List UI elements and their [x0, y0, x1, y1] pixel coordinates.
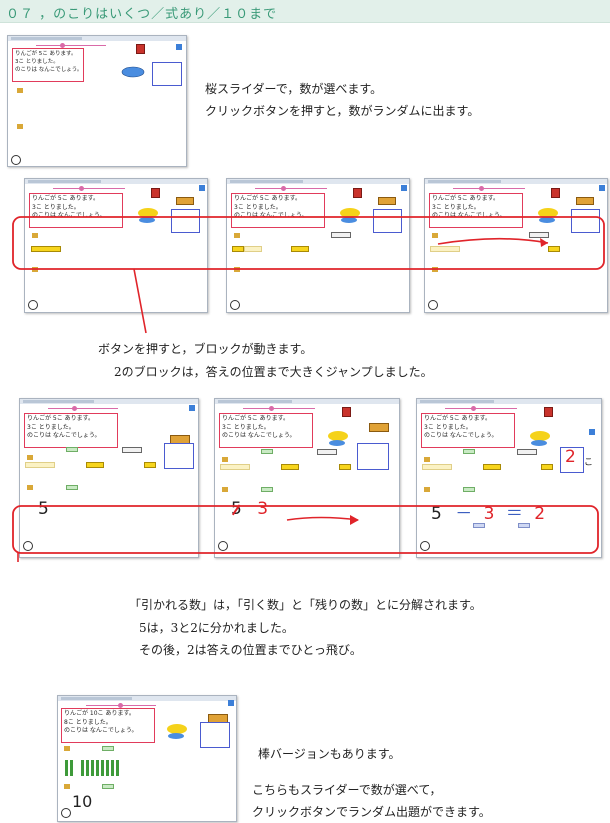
- problem-line-1: りんごが 5こ あります。: [432, 195, 500, 202]
- sakura-slider-knob[interactable]: [60, 43, 65, 48]
- problem-line-1: りんごが 10こ あります。: [64, 710, 135, 717]
- app-window-blocks-1: りんごが 5こ あります。 3こ とりました。 のこりは なんこでしょう。: [24, 178, 208, 313]
- problem-line-3: のこりは なんこでしょう。: [27, 432, 101, 439]
- block-row: [31, 246, 61, 252]
- problem-line-3: のこりは なんこでしょう。: [424, 432, 498, 439]
- decomp-text-1: 「引かれる数」は，「引く数」と「残りの数」とに分解されます。: [129, 598, 482, 612]
- character-face-icon: [11, 155, 21, 165]
- problem-line-3: のこりは なんこでしょう。: [64, 727, 138, 734]
- problem-line-2: 3こ とりました。: [222, 423, 270, 431]
- intro-text-2: クリックボタンを押すと，数がランダムに出ます。: [205, 104, 480, 118]
- answer-box[interactable]: [152, 62, 182, 86]
- rod-text-2: こちらもスライダーで数が選べて，: [252, 783, 442, 797]
- problem-box: りんごが 5こ あります。 3こ とりました。 のこりは なんこでしょう。: [12, 48, 84, 82]
- blocks-text-2: 2のブロックは，答えの位置まで大きくジャンプしました。: [114, 365, 433, 379]
- app-window-decomp-3: りんごが 5こ あります。 3こ とりました。 のこりは なんこでしょう。 2 …: [416, 398, 602, 558]
- problem-line-1: りんごが 5こ あります。: [15, 51, 77, 57]
- equation-minuend: 5: [431, 504, 442, 524]
- nokori-button[interactable]: [331, 232, 351, 238]
- problem-line-1: りんごが 5こ あります。: [222, 415, 290, 422]
- highlight-overlay-row3: [12, 505, 599, 562]
- apple-icon: [151, 188, 160, 198]
- problem-line-2: 8こ とりました。: [64, 718, 112, 726]
- problem-line-2: 3こ とりました。: [234, 203, 282, 211]
- app-window-decomp-1: りんごが 5こ あります。 3こ とりました。 のこりは なんこでしょう。 5: [19, 398, 199, 558]
- decomp-text-2: 5は，3と2に分かれました。: [139, 621, 294, 635]
- problem-box: りんごが 10こ あります。 8こ とりました。 のこりは なんこでしょう。: [61, 708, 155, 743]
- problem-line-3: のこりは なんこでしょう。: [234, 212, 308, 219]
- equation-answer: 2: [534, 504, 546, 524]
- rod-text-3: クリックボタンでランダム出題ができます。: [252, 805, 491, 819]
- equation-subtrahend: 3: [483, 504, 495, 524]
- block-icon: [17, 124, 23, 129]
- blocks-text-1: ボタンを押すと，ブロックが動きます。: [98, 342, 313, 356]
- problem-line-3: のこりは なんこでしょう。: [15, 67, 83, 73]
- intro-text-1: 桜スライダーで，数が選べます。: [205, 82, 383, 96]
- problem-line-1: りんごが 5こ あります。: [32, 195, 100, 202]
- pencil-icon[interactable]: [199, 185, 205, 191]
- highlight-overlay-row2: [12, 216, 605, 334]
- apple-icon: [136, 44, 145, 54]
- sakura-slider[interactable]: [36, 45, 106, 46]
- app-window-decomp-2: りんごが 5こ あります。 3こ とりました。 のこりは なんこでしょう。 5 …: [214, 398, 400, 558]
- page-title: ０７ ，のこりはいくつ／式あり／１０まで: [6, 7, 278, 22]
- page-header: ０７ ，のこりはいくつ／式あり／１０まで: [0, 0, 610, 23]
- rod-text-1: 棒バージョンもあります。: [258, 747, 401, 761]
- problem-line-1: りんごが 5こ あります。: [424, 415, 492, 422]
- app-window-rod: りんごが 10こ あります。 8こ とりました。 のこりは なんこでしょう。 1…: [57, 695, 237, 822]
- problem-line-3: のこりは なんこでしょう。: [32, 212, 106, 219]
- equation-equals: ＝: [505, 504, 523, 524]
- click-button[interactable]: [176, 197, 194, 205]
- decomp-text-3: その後，2は答えの位置までひとっ飛び。: [139, 643, 362, 657]
- problem-line-3: のこりは なんこでしょう。: [432, 212, 506, 219]
- problem-line-2: 3こ とりました。: [15, 59, 59, 65]
- rod-equation-minuend: 10: [72, 792, 93, 811]
- equation-subtrahend: 3: [257, 499, 269, 519]
- character-face-icon: [28, 300, 38, 310]
- problem-line-2: 3こ とりました。: [32, 203, 80, 211]
- problem-line-2: 3こ とりました。: [27, 423, 75, 431]
- answer-box[interactable]: [171, 209, 200, 233]
- answer-box[interactable]: 2: [560, 447, 584, 473]
- answer-unit: こ: [584, 458, 594, 468]
- problem-line-1: りんごが 5こ あります。: [27, 415, 95, 422]
- problem-line-2: 3こ とりました。: [424, 423, 472, 431]
- equation-minus: －: [455, 504, 473, 524]
- problem-line-1: りんごが 5こ あります。: [234, 195, 302, 202]
- block-icon: [17, 88, 23, 93]
- pencil-icon[interactable]: [176, 44, 182, 50]
- answer-box-value: 2: [565, 447, 576, 467]
- equation-minuend: 5: [38, 499, 49, 519]
- click-button[interactable]: [120, 66, 146, 78]
- chick-icon: [138, 208, 158, 223]
- app-window-blocks-2: りんごが 5こ あります。 3こ とりました。 のこりは なんこでしょう。: [226, 178, 410, 313]
- problem-line-2: 3こ とりました。: [432, 203, 480, 211]
- problem-line-3: のこりは なんこでしょう。: [222, 432, 296, 439]
- rod-blocks: [65, 760, 119, 776]
- app-window-blocks-3: りんごが 5こ あります。 3こ とりました。 のこりは なんこでしょう。: [424, 178, 608, 313]
- problem-box: りんごが 5こ あります。 3こ とりました。 のこりは なんこでしょう。: [29, 193, 123, 228]
- app-window-intro: りんごが 5こ あります。 3こ とりました。 のこりは なんこでしょう。: [7, 35, 187, 167]
